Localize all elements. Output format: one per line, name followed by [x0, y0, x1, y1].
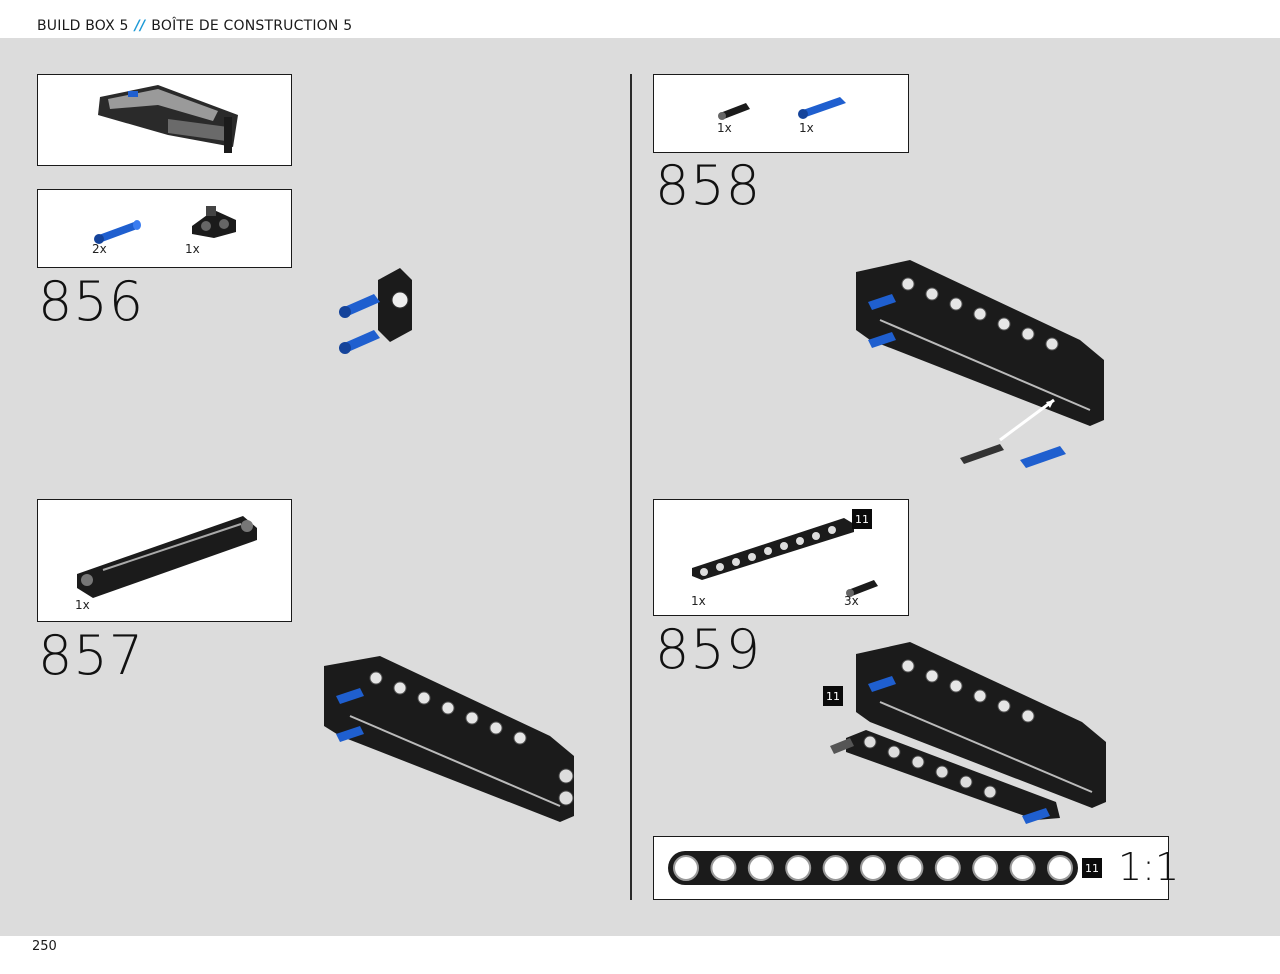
- page-footer: 250: [0, 936, 1280, 974]
- scale-ruler-box: 11 1:1: [653, 836, 1179, 900]
- black-pin-icon: [846, 580, 878, 597]
- step-857-number: 857: [38, 624, 145, 687]
- page-number: 250: [32, 939, 57, 954]
- ruler-length-badge: 11: [1082, 858, 1102, 878]
- step-857-part-1-qty: 1x: [75, 598, 90, 612]
- step-859-number: 859: [655, 618, 762, 681]
- step-858-part-2-qty: 1x: [799, 121, 814, 135]
- context-assembly-box: [37, 74, 292, 166]
- step-859-part-2-qty: 3x: [844, 594, 859, 608]
- blue-pin-icon: [94, 220, 141, 244]
- instruction-page: 2x 1x 856 1x 857: [0, 38, 1280, 936]
- black-connector-icon: [192, 206, 236, 238]
- step-859-parts-box: 1x 3x 11: [653, 499, 909, 616]
- step-859-beam-length-badge: 11: [852, 509, 872, 529]
- black-pin-icon: [718, 103, 750, 120]
- scale-label: 1:1: [1118, 845, 1180, 889]
- step-856-parts-box: 2x 1x: [37, 189, 292, 268]
- blue-pin-icon: [798, 97, 846, 119]
- header-title: BUILD BOX 5 // BOÎTE DE CONSTRUCTION 5: [37, 18, 352, 34]
- step-856-part-2-qty: 1x: [185, 242, 200, 256]
- step-859-part-1-qty: 1x: [691, 594, 706, 608]
- step-859-callout-badge: 11: [823, 686, 843, 706]
- step-858-number: 858: [655, 154, 762, 217]
- step-858-parts-box: 1x 1x: [653, 74, 909, 153]
- page-header: BUILD BOX 5 // BOÎTE DE CONSTRUCTION 5: [0, 0, 1280, 38]
- step-856-number: 856: [38, 270, 145, 333]
- step-857-parts-box: 1x: [37, 499, 292, 622]
- step-858-assembly-image: [856, 260, 1104, 468]
- header-separator: //: [134, 18, 146, 34]
- step-856-part-1-qty: 2x: [92, 242, 107, 256]
- black-panel-icon: [77, 516, 257, 598]
- header-left-text: BUILD BOX 5: [37, 18, 129, 34]
- step-859-assembly-image: [830, 642, 1106, 824]
- column-divider: [630, 74, 632, 900]
- beam-11-ruler-image: [668, 851, 1078, 885]
- step-857-assembly-image: [324, 656, 574, 822]
- step-856-assembly-image: [339, 268, 412, 354]
- beam-11-icon: [692, 518, 854, 580]
- step-858-part-1-qty: 1x: [717, 121, 732, 135]
- header-right-text: BOÎTE DE CONSTRUCTION 5: [151, 18, 353, 34]
- assembly-preview-image: [98, 85, 238, 153]
